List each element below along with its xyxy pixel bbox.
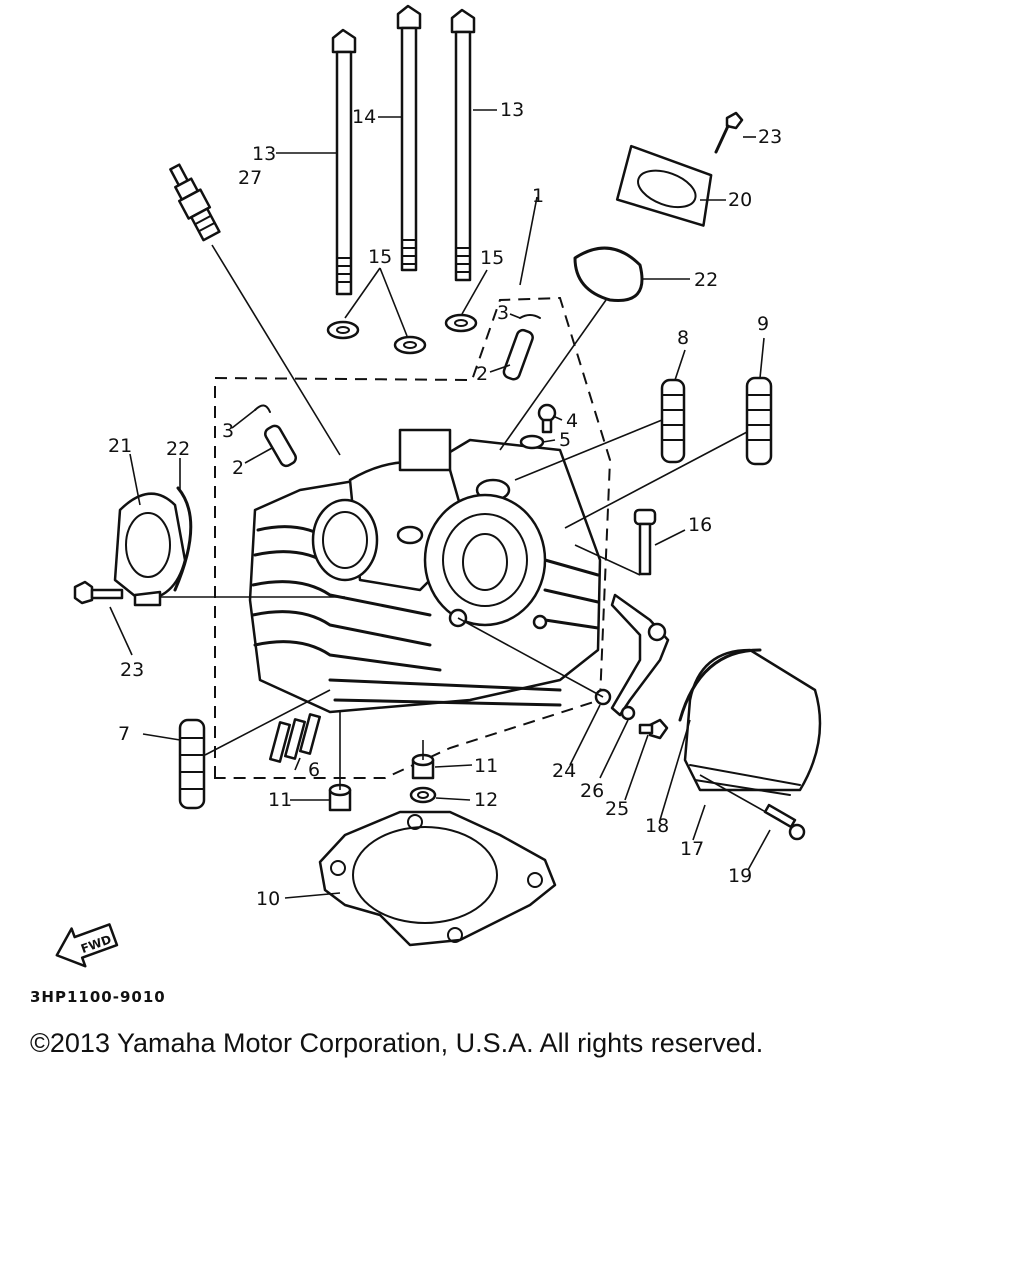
callout-5: 5 xyxy=(559,429,571,451)
washer-5 xyxy=(519,434,545,450)
washer-center xyxy=(393,335,427,355)
sleeve-7 xyxy=(178,718,206,810)
callout-26: 26 xyxy=(580,780,604,802)
callout-23-left: 23 xyxy=(120,659,144,681)
callout-19: 19 xyxy=(728,865,752,887)
callout-10: 10 xyxy=(256,888,280,910)
long-bolt-center xyxy=(396,4,422,272)
callout-13-right: 13 xyxy=(500,99,524,121)
valve-cover-left xyxy=(113,486,193,607)
long-bolt-left xyxy=(331,28,357,296)
bolt-25 xyxy=(638,718,669,740)
part-code: 3HP1100-9010 xyxy=(30,988,166,1006)
head-gasket xyxy=(318,810,557,947)
side-cover xyxy=(678,648,822,796)
cylinder-head xyxy=(248,428,602,714)
callout-2-left: 2 xyxy=(232,457,244,479)
bolt-23-left xyxy=(73,580,124,605)
callout-16: 16 xyxy=(688,514,712,536)
callout-3-left: 3 xyxy=(222,420,234,442)
callout-27: 27 xyxy=(238,167,262,189)
callout-15-right: 15 xyxy=(480,247,504,269)
valve-guide-upper xyxy=(502,328,534,381)
callout-3-upper: 3 xyxy=(497,302,509,324)
clip-upper xyxy=(519,314,541,319)
bolt-16 xyxy=(633,508,657,576)
sleeve-9 xyxy=(745,376,773,466)
fwd-arrow-icon: FWD xyxy=(55,923,119,968)
spark-plug xyxy=(169,163,221,242)
callout-17: 17 xyxy=(680,838,704,860)
valve-guide-left xyxy=(264,424,297,468)
washer-left xyxy=(326,320,360,340)
washer-right xyxy=(444,313,478,333)
callout-18: 18 xyxy=(645,815,669,837)
seal-12 xyxy=(409,786,437,804)
callout-8: 8 xyxy=(677,327,689,349)
bolt-19 xyxy=(763,803,806,841)
callout-24: 24 xyxy=(552,760,576,782)
clip-left xyxy=(254,404,271,413)
callout-4: 4 xyxy=(566,410,578,432)
callout-6: 6 xyxy=(308,759,320,781)
callout-11-lower: 11 xyxy=(268,789,292,811)
callout-13-left: 13 xyxy=(252,143,276,165)
callout-11-upper: 11 xyxy=(474,755,498,777)
stud-bolts xyxy=(269,713,321,763)
bolt-4 xyxy=(537,403,557,423)
callout-2-upper: 2 xyxy=(476,363,488,385)
bolt-23-top xyxy=(714,111,744,154)
cover-20 xyxy=(615,144,713,227)
callout-9: 9 xyxy=(757,313,769,335)
callout-25: 25 xyxy=(605,798,629,820)
copyright-notice: ©2013 Yamaha Motor Corporation, U.S.A. A… xyxy=(30,1028,764,1058)
callout-22-top: 22 xyxy=(694,269,718,291)
callout-1: 1 xyxy=(532,185,544,207)
callout-12: 12 xyxy=(474,789,498,811)
callout-15-left: 15 xyxy=(368,246,392,268)
cylinder-head-exploded-diagram: FWD 13 14 13 27 15 15 1 3 2 3 2 4 5 22 2… xyxy=(55,4,822,968)
callout-7: 7 xyxy=(118,723,130,745)
sleeve-8 xyxy=(660,378,686,464)
bracket-26 xyxy=(610,593,670,717)
long-bolt-right xyxy=(450,8,476,282)
gasket-22-top xyxy=(573,246,644,303)
callout-14: 14 xyxy=(352,106,376,128)
callout-21: 21 xyxy=(108,435,132,457)
callout-22-left: 22 xyxy=(166,438,190,460)
callout-23-top: 23 xyxy=(758,126,782,148)
callout-20: 20 xyxy=(728,189,752,211)
